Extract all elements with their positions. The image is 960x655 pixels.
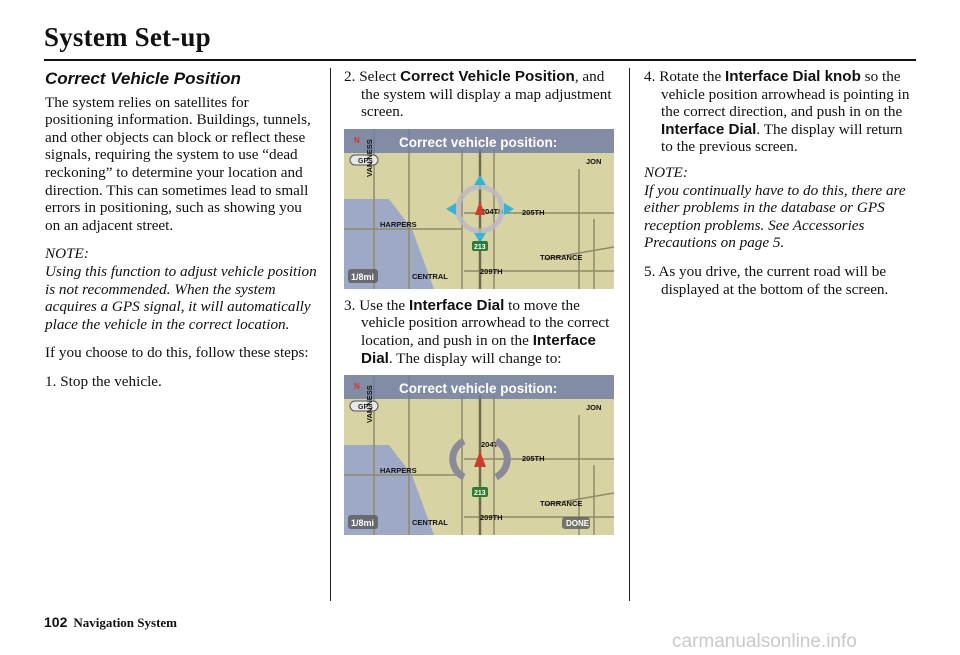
rotate-right-icon (494, 438, 511, 481)
step-3: 3. Use the Interface Dial to move the ve… (344, 297, 618, 367)
map-adjustment-screen-1: Correct vehicle position: N GPS VAN NESS… (344, 128, 614, 289)
step-5: 5. As you drive, the current road will b… (644, 262, 889, 298)
step-2: 2. Select Correct Vehicle Position, and … (344, 68, 618, 121)
street-central: CENTRAL (412, 272, 448, 281)
gps-indicator: GPS (358, 158, 373, 165)
north-indicator: N (354, 136, 360, 145)
street-204th: 204TH (481, 207, 504, 216)
map-scale: 1/8mi (351, 272, 374, 282)
screen-title: Correct vehicle position: (399, 381, 557, 396)
note-text: Using this function to adjust vehicle po… (45, 262, 317, 333)
ui-term-correct-vehicle-position: Correct Vehicle Position (400, 68, 575, 85)
street-van-ness: VAN NESS (365, 139, 374, 177)
north-indicator: N (354, 382, 360, 391)
vehicle-arrowhead-icon (475, 200, 485, 215)
screen-title: Correct vehicle position: (399, 135, 557, 150)
street-central: CENTRAL (412, 518, 448, 527)
street-van-ness: VAN NESS (365, 385, 374, 423)
street-209th: 209TH (480, 513, 503, 522)
done-button-label: DONE (566, 519, 590, 528)
header-rule (44, 59, 916, 61)
arrow-right-icon (504, 202, 514, 215)
footer-label: Navigation System (73, 615, 177, 630)
map-scale: 1/8mi (351, 518, 374, 528)
step-3-text: 3. Use the (344, 296, 409, 314)
follow-steps-text: If you choose to do this, follow these s… (45, 344, 309, 362)
ui-term-interface-dial-3: Interface Dial (661, 120, 757, 138)
ui-term-interface-dial: Interface Dial (408, 296, 505, 314)
step-4: 4. Rotate the Interface Dial knob so the… (644, 68, 918, 156)
street-204th: 204TH (481, 440, 504, 449)
step-2-text: 2. Select (344, 68, 401, 85)
intro-paragraph: The system relies on satellites for posi… (45, 93, 311, 234)
gps-indicator: GPS (358, 404, 373, 411)
street-205th: 205TH (522, 454, 545, 463)
page-header-title: System Set-up (44, 22, 211, 52)
page-number: 102 (44, 614, 68, 630)
step-4-text: 4. Rotate the (644, 68, 725, 85)
step-1: 1. Stop the vehicle. (45, 372, 162, 390)
arrow-down-icon (474, 232, 486, 243)
street-harpers: HARPERS (380, 220, 417, 229)
note-label: NOTE: (45, 245, 89, 263)
section-title: Correct Vehicle Position (45, 69, 241, 88)
note-label-2: NOTE: (644, 163, 688, 181)
street-torrance: TORRANCE (540, 253, 582, 262)
route-shield: 213 (474, 490, 486, 497)
watermark: carmanualsonline.info (672, 631, 857, 652)
street-jon: JON (586, 403, 601, 412)
step-4-text-end: . The display will return to the previou… (661, 120, 903, 156)
street-torrance: TORRANCE (540, 499, 582, 508)
step-4-text-mid: so the vehicle position arrowhead is poi… (661, 68, 910, 121)
map-adjustment-screen-2: Correct vehicle position: N GPS VAN NESS… (344, 375, 614, 536)
step-3-text-mid: to move the vehicle position arrowhead t… (361, 296, 610, 349)
street-jon: JON (586, 157, 601, 166)
note-text-2: If you continually have to do this, ther… (644, 181, 906, 252)
step-2-text-end: , and the system will display a map adju… (361, 68, 612, 121)
vehicle-arrowhead-icon (474, 451, 486, 468)
column-divider (330, 68, 331, 601)
street-205th: 205TH (522, 208, 545, 217)
route-shield: 213 (474, 244, 486, 251)
street-harpers: HARPERS (380, 466, 417, 475)
ui-term-interface-dial-2: Interface Dial (361, 331, 596, 367)
step-3-text-end: . The display will change to: (388, 349, 562, 367)
rotate-left-icon (449, 438, 466, 481)
street-209th: 209TH (480, 267, 503, 276)
arrow-left-icon (446, 202, 456, 215)
page-footer: 102 Navigation System (44, 614, 177, 631)
ui-term-interface-dial-knob: Interface Dial knob (724, 68, 861, 85)
column-divider-2 (629, 68, 630, 601)
column-3: 4. Rotate the Interface Dial knob so the… (644, 68, 918, 306)
arrow-up-icon (474, 174, 486, 185)
column-1: Correct Vehicle Position The system reli… (45, 68, 320, 399)
column-2: 2. Select Correct Vehicle Position, and … (344, 68, 618, 543)
